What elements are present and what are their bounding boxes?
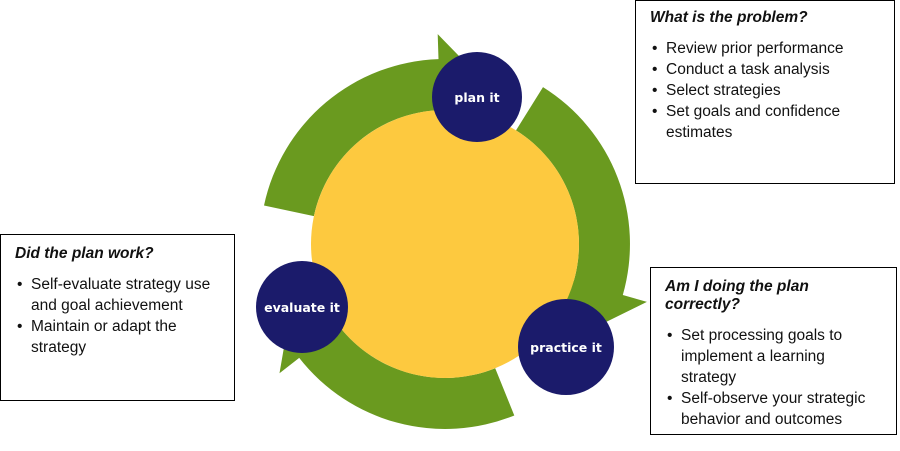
list-item: Review prior performance bbox=[650, 38, 880, 59]
cycle-core bbox=[311, 110, 579, 378]
node-plan-label: plan it bbox=[454, 90, 499, 105]
practice-question-box: Am I doing the plan correctly? Set proce… bbox=[650, 267, 897, 435]
arrow-plan-to-practice bbox=[516, 87, 647, 338]
list-item: Conduct a task analysis bbox=[650, 59, 880, 80]
node-plan: plan it bbox=[432, 52, 522, 142]
node-evaluate: evaluate it bbox=[256, 261, 348, 353]
list-item: Set goals and confidence estimates bbox=[650, 101, 880, 143]
plan-question-title: What is the problem? bbox=[650, 9, 808, 26]
practice-question-title: Am I doing the plan correctly? bbox=[665, 278, 809, 313]
plan-question-list: Review prior performance Conduct a task … bbox=[650, 38, 880, 143]
node-evaluate-label: evaluate it bbox=[264, 300, 340, 315]
node-practice-label: practice it bbox=[530, 340, 602, 355]
practice-question-list: Set processing goals to implement a lear… bbox=[665, 325, 882, 430]
evaluate-question-list: Self-evaluate strategy use and goal achi… bbox=[15, 274, 220, 358]
list-item: Select strategies bbox=[650, 80, 880, 101]
list-item: Set processing goals to implement a lear… bbox=[665, 325, 882, 388]
list-item: Maintain or adapt the strategy bbox=[15, 316, 220, 358]
node-practice: practice it bbox=[518, 299, 614, 395]
list-item: Self-observe your strategic behavior and… bbox=[665, 388, 882, 430]
evaluate-question-box: Did the plan work? Self-evaluate strateg… bbox=[0, 234, 235, 401]
list-item: Self-evaluate strategy use and goal achi… bbox=[15, 274, 220, 316]
plan-question-box: What is the problem? Review prior perfor… bbox=[635, 0, 895, 184]
evaluate-question-title: Did the plan work? bbox=[15, 245, 154, 262]
